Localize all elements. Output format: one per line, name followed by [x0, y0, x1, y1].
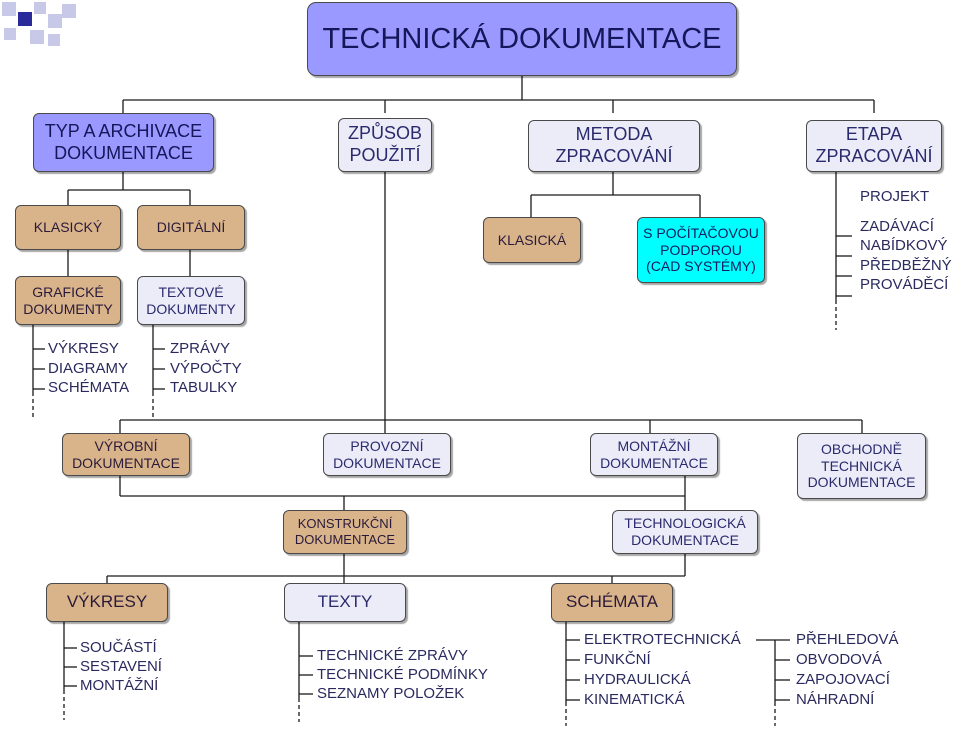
node-graficke-dokumenty: GRAFICKÉ DOKUMENTY [15, 276, 121, 325]
node-textove-dokumenty: TEXTOVÉ DOKUMENTY [137, 276, 245, 325]
list-item: SEZNAMY POLOŽEK [317, 685, 465, 702]
list-item: TABULKY [170, 379, 238, 396]
list-item: DIAGRAMY [48, 359, 129, 377]
list-item: ELEKTROTECHNICKÁ [584, 631, 741, 648]
logo-square [48, 34, 60, 46]
schemata-items-right: PŘEHLEDOVÁ OBVODOVÁ ZAPOJOVACÍ NÁHRADNÍ [796, 630, 899, 710]
node-vyrobni-dokumentace: VÝROBNÍ DOKUMENTACE [62, 433, 190, 476]
logo-square [2, 2, 16, 16]
list-item: SESTAVENÍ [80, 658, 162, 675]
list-item: OBVODOVÁ [796, 651, 882, 668]
list-item: NABÍDKOVÝ [860, 237, 948, 254]
list-item: ZADÁVACÍ [860, 217, 934, 235]
node-texty: TEXTY [284, 583, 406, 622]
node-klasicka: KLASICKÁ [483, 217, 581, 263]
textove-items-list: ZPRÁVY VÝPOČTY TABULKY [170, 339, 242, 398]
category-etapa-zpracovani: ETAPA ZPRACOVÁNÍ [806, 120, 942, 172]
texty-items-list: TECHNICKÉ ZPRÁVY TECHNICKÉ PODMÍNKY SEZN… [317, 646, 488, 703]
list-item: FUNKČNÍ [584, 651, 651, 668]
list-item: TECHNICKÉ PODMÍNKY [317, 666, 488, 683]
list-item: PŘEDBĚŽNÝ [860, 256, 952, 274]
node-klasicky: KLASICKÝ [15, 205, 121, 250]
etapa-items-list: PROJEKT ZADÁVACÍ NABÍDKOVÝ PŘEDBĚŽNÝ PRO… [860, 187, 952, 295]
list-item: SCHÉMATA [48, 379, 130, 396]
list-item: MONTÁŽNÍ [80, 677, 159, 694]
list-item: NÁHRADNÍ [796, 691, 875, 708]
category-metoda-zpracovani: METODA ZPRACOVÁNÍ [528, 120, 700, 172]
list-item: PROJEKT [860, 188, 930, 205]
logo-square [30, 30, 44, 44]
diagram-title: TECHNICKÁ DOKUMENTACE [307, 2, 737, 76]
node-digitalni: DIGITÁLNÍ [137, 205, 245, 250]
node-vykresy: VÝKRESY [46, 583, 168, 622]
list-item: TECHNICKÉ ZPRÁVY [317, 647, 468, 664]
logo-square [34, 2, 46, 14]
list-item: VÝKRESY [48, 340, 119, 357]
vykresy-items-list: SOUČÁSTÍ SESTAVENÍ MONTÁŽNÍ [80, 638, 162, 695]
node-technologicka-dokumentace: TECHNOLOGICKÁ DOKUMENTACE [612, 510, 758, 554]
graficke-items-list: VÝKRESY DIAGRAMY SCHÉMATA [48, 339, 129, 398]
category-zpusob-pouziti: ZPŮSOB POUŽITÍ [338, 118, 432, 172]
list-item: ZPRÁVY [170, 340, 231, 357]
list-item: PŘEHLEDOVÁ [796, 631, 899, 648]
list-item: SOUČÁSTÍ [80, 639, 157, 656]
node-pocitacova-podpora: S POČÍTAČOVOU PODPOROU (CAD SYSTÉMY) [637, 217, 765, 283]
list-item: PROVÁDĚCÍ [860, 276, 949, 293]
node-obchodne-technicka: OBCHODNĚ TECHNICKÁ DOKUMENTACE [797, 433, 926, 499]
list-item: ZAPOJOVACÍ [796, 671, 890, 688]
list-item: HYDRAULICKÁ [584, 671, 691, 688]
node-schemata: SCHÉMATA [551, 583, 673, 622]
node-provozni-dokumentace: PROVOZNÍ DOKUMENTACE [323, 433, 451, 476]
logo-square [48, 14, 62, 28]
list-item: VÝPOČTY [170, 359, 242, 377]
schemata-items-left: ELEKTROTECHNICKÁ FUNKČNÍ HYDRAULICKÁ KIN… [584, 630, 741, 710]
category-typ-archivace: TYP A ARCHIVACE DOKUMENTACE [33, 113, 214, 172]
node-konstrukcni-dokumentace: KONSTRUKČNÍ DOKUMENTACE [283, 510, 407, 554]
logo-square [62, 4, 76, 18]
logo-square [4, 28, 16, 40]
list-item: KINEMATICKÁ [584, 691, 685, 708]
logo-square [18, 12, 32, 26]
node-montazni-dokumentace: MONTÁŽNÍ DOKUMENTACE [590, 433, 718, 476]
